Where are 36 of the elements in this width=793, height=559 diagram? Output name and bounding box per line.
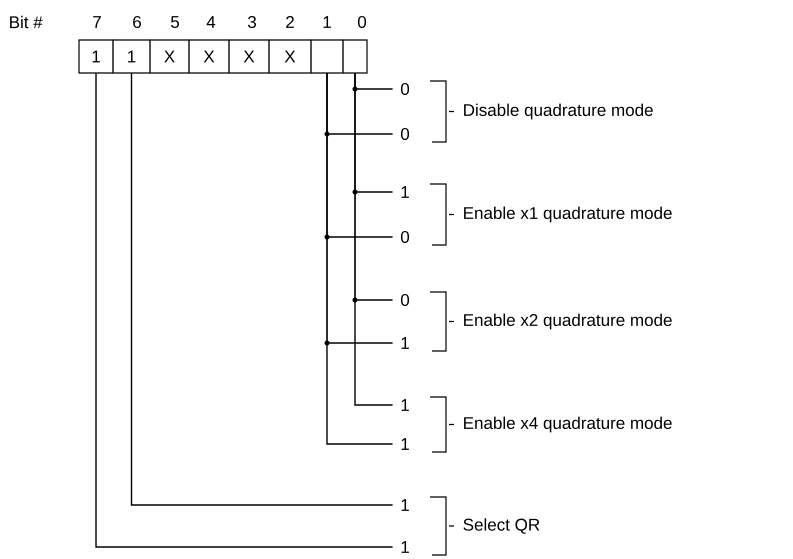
mode-description: Enable x2 quadrature mode <box>464 314 672 330</box>
mode-description: Disable quadrature mode <box>464 104 653 120</box>
bit-number: 7 <box>93 16 101 28</box>
bit-value: 1 <box>402 399 409 411</box>
bit-number: 4 <box>206 16 216 28</box>
register-cell <box>310 39 344 74</box>
register-cell: X <box>228 39 270 74</box>
bit-number: 1 <box>324 16 331 28</box>
register-cell: X <box>149 39 190 74</box>
bit-value: 0 <box>400 230 410 244</box>
register-cell: X <box>188 39 230 74</box>
connector-line <box>326 74 393 445</box>
mode-description: Enable x4 quadrature mode <box>464 416 672 432</box>
bit-number: 0 <box>358 16 366 28</box>
bit-value: 0 <box>400 82 410 96</box>
bit-number-heading: Bit # <box>10 16 43 28</box>
bit-number: 2 <box>286 16 294 28</box>
mode-description: Select QR <box>463 518 540 534</box>
bit-value: 1 <box>402 499 409 511</box>
bit-value: 1 <box>402 337 409 349</box>
bit-value: 1 <box>402 541 409 553</box>
register-cell <box>342 39 368 74</box>
bit-value: 1 <box>402 438 409 450</box>
connector-line <box>130 74 393 506</box>
bit-value: 0 <box>400 294 410 306</box>
mode-description: Enable x1 quadrature mode <box>464 206 672 222</box>
register-cell: X <box>268 39 312 74</box>
connector-line <box>95 74 393 548</box>
bit-number: 5 <box>170 16 180 28</box>
bit-number: 3 <box>248 16 256 28</box>
register-cell: 1 <box>112 39 151 74</box>
bit-number: 6 <box>133 16 141 28</box>
bit-value: 0 <box>400 128 410 140</box>
register-cell: 1 <box>78 39 114 74</box>
connector-line <box>354 74 393 406</box>
bit-value: 1 <box>402 186 409 198</box>
